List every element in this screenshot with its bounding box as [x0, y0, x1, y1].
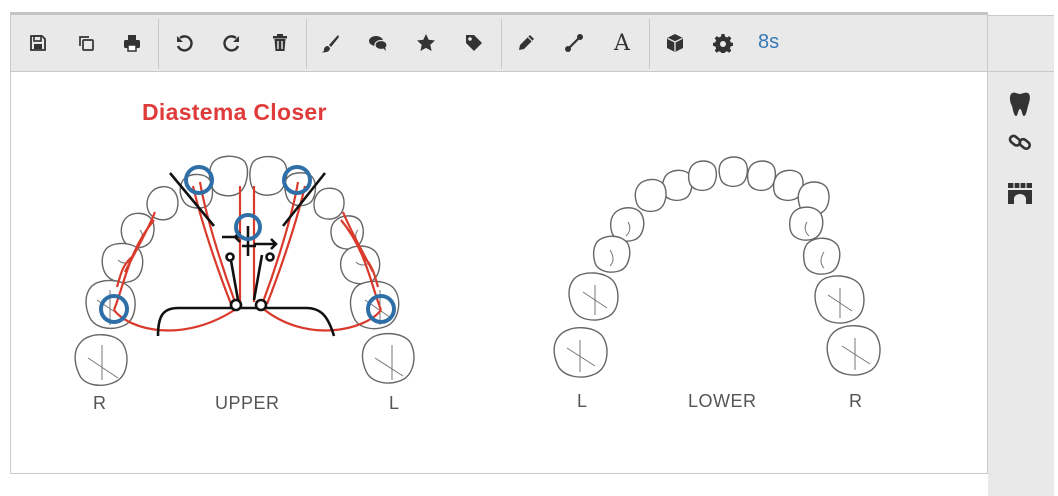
copy-button[interactable]	[66, 15, 106, 71]
gear-icon	[713, 34, 733, 53]
bridge-icon	[1008, 183, 1032, 204]
upper-arch-teeth	[74, 155, 415, 386]
pencil-button[interactable]	[506, 15, 546, 71]
redo-icon	[223, 35, 240, 52]
attachment-rings	[99, 165, 396, 324]
timer-label: 8s	[758, 31, 780, 53]
diagram-title: Diastema Closer	[142, 99, 327, 125]
lower-right-side-label: R	[849, 391, 863, 411]
star-icon	[417, 34, 435, 51]
cube-button[interactable]	[655, 15, 695, 71]
print-icon	[124, 35, 140, 52]
toolbar-separator	[158, 19, 159, 69]
undo-button[interactable]	[164, 15, 204, 71]
upper-left-side-label: L	[389, 393, 400, 413]
link-button[interactable]	[1002, 124, 1038, 160]
paintbrush-icon	[321, 35, 339, 53]
comments-icon	[369, 36, 388, 51]
print-button[interactable]	[112, 15, 152, 71]
delete-button[interactable]	[260, 15, 300, 71]
toolbar-extension	[988, 15, 1054, 72]
paint-button[interactable]	[310, 15, 350, 71]
toolbar-separator	[501, 19, 502, 69]
text-icon: A	[614, 30, 630, 56]
undo-icon	[176, 35, 193, 52]
cube-icon	[667, 34, 683, 52]
toolbar-separator	[306, 19, 307, 69]
comments-button[interactable]	[358, 15, 398, 71]
line-tool-button[interactable]	[554, 15, 594, 71]
redo-button[interactable]	[212, 15, 252, 71]
settings-button[interactable]	[703, 15, 743, 71]
lower-left-side-label: L	[577, 391, 588, 411]
link-icon	[1008, 134, 1032, 151]
star-button[interactable]	[406, 15, 446, 71]
tag-icon	[466, 35, 482, 51]
tag-button[interactable]	[454, 15, 494, 71]
line-icon	[565, 34, 583, 52]
tooth-icon	[1009, 92, 1030, 116]
trash-icon	[273, 34, 287, 51]
dental-chart-canvas	[74, 155, 881, 386]
upper-arch-label: UPPER	[215, 393, 280, 413]
text-tool-button[interactable]: A	[602, 15, 642, 71]
lower-arch-label: LOWER	[688, 391, 757, 411]
save-button[interactable]	[18, 15, 58, 71]
tooth-button[interactable]	[1002, 86, 1038, 122]
toolbar-separator	[649, 19, 650, 69]
lower-arch-tooth-details	[566, 221, 871, 372]
pencil-icon	[519, 35, 534, 50]
copy-icon	[79, 36, 94, 51]
appliance-body	[156, 172, 336, 337]
side-panel	[988, 72, 1054, 496]
lower-arch-teeth	[553, 156, 881, 378]
save-icon	[30, 35, 46, 51]
upper-right-side-label: R	[93, 393, 107, 413]
bridge-button[interactable]	[1002, 176, 1038, 212]
toolbar: A 8s	[10, 12, 988, 72]
